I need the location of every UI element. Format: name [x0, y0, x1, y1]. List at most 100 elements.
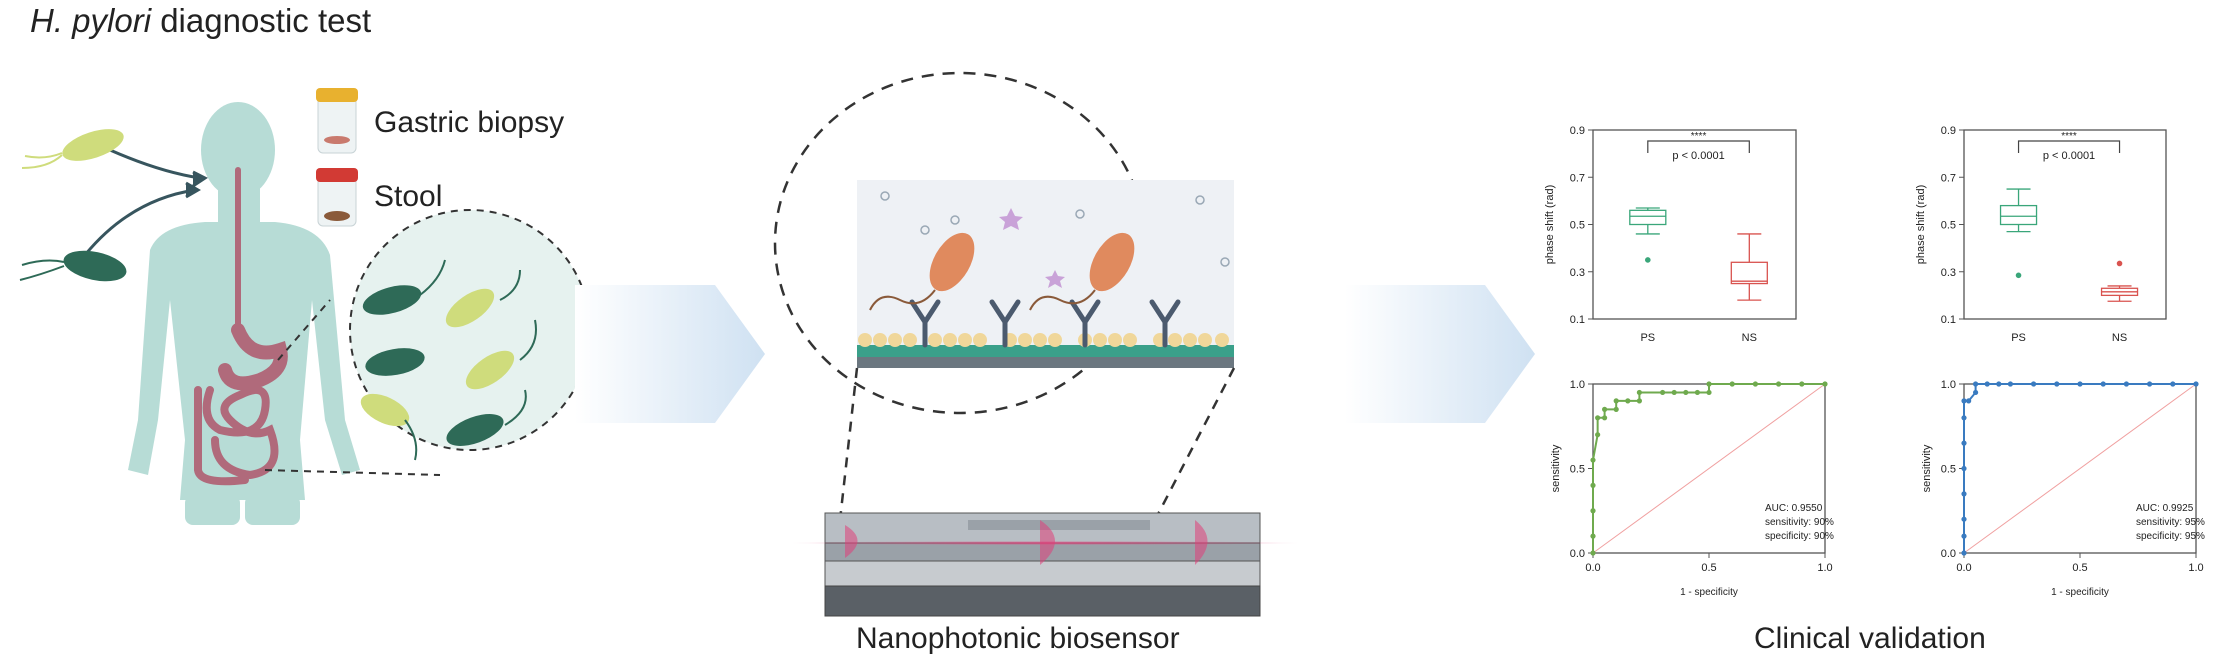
y-tick-label: 0.5: [1941, 220, 1956, 232]
roc-point: [1602, 415, 1608, 421]
x-tick-label: 0.5: [2072, 562, 2087, 574]
roc-point: [1613, 398, 1619, 404]
y-tick-label: 0.1: [1570, 314, 1585, 326]
roc-point: [1683, 389, 1689, 396]
roc-point: [1595, 432, 1601, 438]
roc-point: [1706, 381, 1712, 387]
y-axis-label: sensitivity: [1921, 444, 1933, 492]
roc-point: [2054, 381, 2060, 387]
roc-point: [1961, 550, 1967, 556]
roc-point: [1961, 533, 1967, 539]
outlier-point: [2116, 260, 2123, 267]
box-iqr: [1999, 204, 2038, 226]
roc-point: [1706, 389, 1712, 396]
roc-point: [1590, 457, 1596, 463]
x-tick-label: PS: [2011, 332, 2026, 344]
outlier-point: [1645, 257, 1651, 263]
roc-point: [2123, 381, 2129, 387]
arrow-chevron-2: [1345, 285, 1535, 423]
significance-stars: ****: [2061, 131, 2077, 142]
roc-point: [2147, 381, 2153, 387]
roc-point: [2193, 381, 2199, 387]
roc-point: [1996, 381, 2002, 387]
roc-point: [2031, 381, 2037, 387]
roc-point: [1822, 381, 1828, 387]
significance-bracket: [2017, 140, 2121, 153]
roc-point: [1961, 491, 1967, 497]
human-body-figure: [128, 102, 360, 525]
stool-label: Stool: [374, 180, 443, 213]
x-tick-label: 0.0: [1585, 562, 1600, 574]
stool-tube-icon: [316, 168, 358, 227]
digestive-tract: [194, 167, 288, 486]
x-tick-label: 0.5: [1701, 562, 1716, 574]
biosensor-surface-zoom: [773, 71, 1234, 415]
y-tick-label: 0.7: [1941, 172, 1956, 184]
y-axis-label: phase shift (rad): [1544, 185, 1556, 264]
roc-point: [1590, 550, 1596, 556]
roc-point: [1625, 398, 1631, 404]
x-tick-label: 1.0: [2188, 562, 2203, 574]
y-tick-label: 0.7: [1570, 172, 1585, 184]
roc-annotation: specificity: 90%: [1765, 531, 1834, 542]
y-tick-label: 0.5: [1941, 464, 1956, 476]
y-tick-label: 0.5: [1570, 464, 1585, 476]
roc-point: [1961, 415, 1967, 421]
figure-title: H. pylori diagnostic test: [30, 2, 371, 40]
bacterium-dark-icon: [19, 250, 127, 282]
y-tick-label: 0.0: [1570, 548, 1585, 560]
roc-reference-line: [1592, 383, 1826, 554]
roc-reference-line: [1963, 383, 2197, 554]
roc-point: [1752, 381, 1758, 387]
arrow-chevron-1: [575, 285, 765, 423]
roc-point: [2170, 381, 2176, 387]
box-iqr: [1629, 209, 1667, 226]
roc-point: [1776, 381, 1782, 387]
roc-point: [1961, 398, 1967, 404]
y-tick-label: 0.9: [1941, 125, 1956, 137]
y-tick-label: 0.3: [1941, 267, 1956, 279]
roc-annotation: AUC: 0.9925: [2136, 503, 2194, 514]
roc-point: [1973, 389, 1979, 396]
roc-point: [1961, 516, 1967, 522]
roc-point: [1602, 406, 1608, 412]
title-rest: diagnostic test: [151, 2, 372, 39]
roc-point: [1961, 440, 1967, 446]
p-value-label: p < 0.0001: [2043, 150, 2095, 162]
biosensor-caption: Nanophotonic biosensor: [856, 622, 1180, 655]
stomach-zoom-circle: [264, 209, 591, 476]
y-axis-label: phase shift (rad): [1915, 185, 1927, 264]
roc-point: [1613, 406, 1619, 412]
roc-point: [1799, 381, 1805, 387]
roc-point: [2007, 381, 2013, 387]
box-iqr: [1730, 261, 1768, 285]
x-tick-label: NS: [2112, 332, 2127, 344]
roc-annotation: AUC: 0.9550: [1765, 503, 1823, 514]
roc-point: [2100, 381, 2106, 387]
bacterium-light-icon: [21, 129, 124, 169]
roc-curve-line: [1963, 383, 2196, 553]
infection-arrows: [83, 148, 208, 256]
y-tick-label: 0.3: [1570, 267, 1585, 279]
x-axis-label: 1 - specificity: [1680, 587, 1738, 598]
roc-point: [1961, 465, 1967, 472]
roc-point: [2077, 381, 2083, 387]
significance-bracket: [1647, 140, 1750, 153]
y-tick-label: 1.0: [1941, 379, 1956, 391]
roc-point: [1973, 381, 1979, 387]
x-tick-label: NS: [1742, 332, 1757, 344]
significance-stars: ****: [1691, 131, 1707, 142]
outlier-point: [2015, 272, 2022, 279]
roc-point: [1590, 508, 1596, 514]
x-axis-label: 1 - specificity: [2051, 587, 2109, 598]
gastric-biopsy-label: Gastric biopsy: [374, 106, 565, 139]
y-tick-label: 1.0: [1570, 379, 1585, 391]
roc-point: [1694, 389, 1700, 396]
roc-point: [1671, 389, 1677, 396]
x-tick-label: PS: [1640, 332, 1655, 344]
y-tick-label: 0.0: [1941, 548, 1956, 560]
roc-annotation: specificity: 95%: [2136, 531, 2205, 542]
roc-annotation: sensitivity: 90%: [1765, 517, 1834, 528]
